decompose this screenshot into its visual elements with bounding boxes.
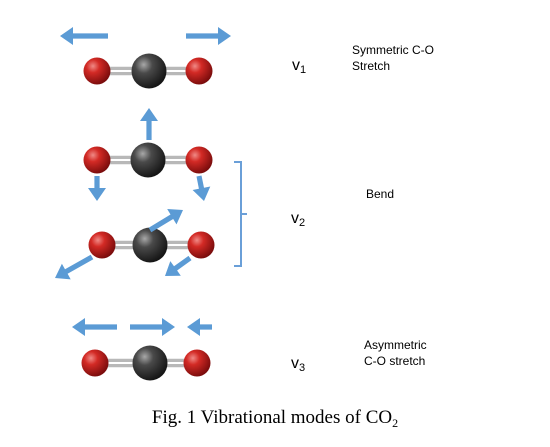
carbon-atom (132, 227, 168, 263)
mode-symbol-letter: v (292, 57, 300, 74)
vibration-arrow-icon (130, 318, 175, 336)
description-line: Stretch (352, 59, 391, 73)
description-line: Asymmetric (364, 338, 427, 352)
oxygen-atom (185, 57, 213, 85)
mode-v3-description: Asymmetric C-O stretch (364, 337, 427, 369)
carbon-atom (132, 345, 168, 381)
mode-v2-symbol: v2 (291, 210, 305, 229)
caption-text: Fig. 1 Vibrational modes of CO (151, 407, 393, 428)
oxygen-atom (83, 146, 111, 174)
mode-symbol-index: 1 (300, 64, 307, 76)
vibration-arrow-icon (88, 176, 106, 201)
vibration-arrow-icon (148, 209, 183, 233)
mode-symbol-index: 3 (299, 362, 306, 374)
mode-v1-description: Symmetric C-O Stretch (352, 42, 434, 74)
vibration-arrow-icon (72, 318, 117, 336)
oxygen-atom (83, 57, 111, 85)
vibration-arrow-icon (187, 318, 212, 336)
mode-v3-symbol: v3 (291, 355, 305, 374)
carbon-atom (130, 142, 166, 178)
mode-symbol-letter: v (291, 210, 299, 227)
mode-symbol-letter: v (291, 355, 299, 372)
oxygen-atom (187, 231, 215, 259)
oxygen-atom (183, 349, 211, 377)
vibration-arrow-icon (60, 27, 108, 45)
mode-v2-description: Bend (366, 186, 394, 202)
carbon-atom (131, 53, 167, 89)
oxygen-atom (185, 146, 213, 174)
description-line: Symmetric C-O (352, 43, 434, 57)
oxygen-atom (88, 231, 116, 259)
mode-bracket (234, 161, 247, 267)
vibration-arrow-icon (55, 254, 94, 280)
vibration-arrow-icon (192, 175, 211, 201)
description-line: C-O stretch (364, 354, 426, 368)
vibration-arrow-icon (140, 108, 158, 140)
mode-symbol-index: 2 (299, 217, 306, 229)
figure-caption: Fig. 1 Vibrational modes of CO2 (0, 407, 550, 431)
caption-subscript: 2 (392, 416, 399, 430)
vibration-arrow-icon (186, 27, 231, 45)
description-line: Bend (366, 187, 395, 201)
vibration-arrow-icon (165, 255, 192, 276)
oxygen-atom (81, 349, 109, 377)
mode-v1-symbol: v1 (292, 57, 306, 76)
